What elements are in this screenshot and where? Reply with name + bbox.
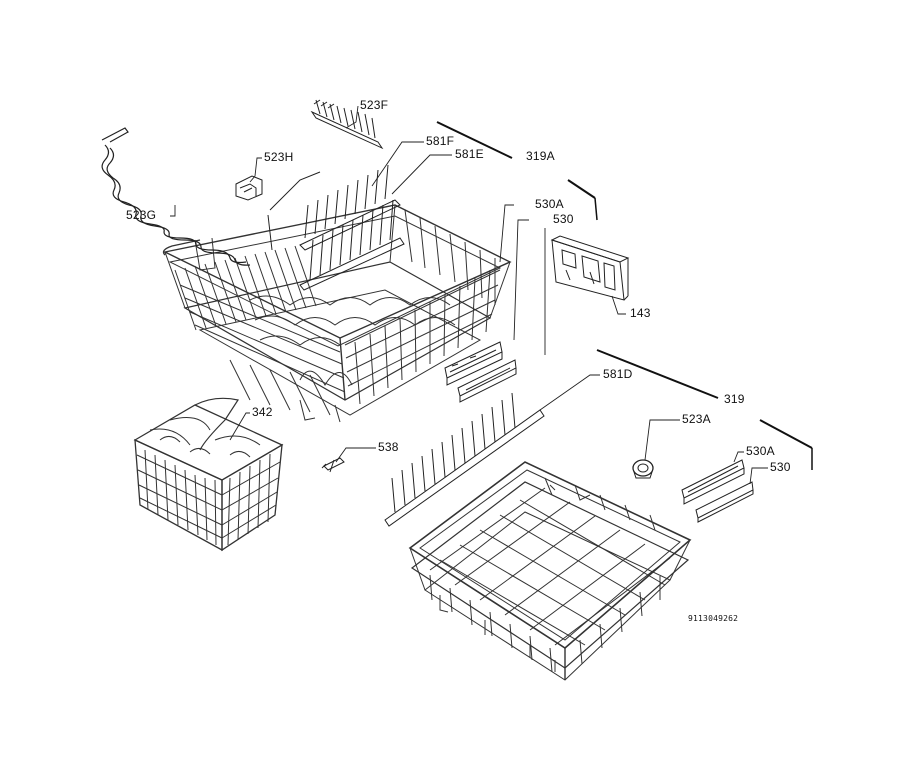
label-581E: 581E xyxy=(455,147,484,161)
label-581F: 581F xyxy=(426,134,455,148)
part-143-bracket xyxy=(552,236,628,300)
label-143: 143 xyxy=(630,306,651,320)
part-523F-comb xyxy=(312,100,382,148)
label-530A-bottom: 530A xyxy=(746,444,775,458)
label-538: 538 xyxy=(378,440,399,454)
label-523F: 523F xyxy=(360,98,389,112)
upper-basket xyxy=(164,205,510,422)
part-581D-tine-rack xyxy=(385,393,544,526)
part-523H-clip xyxy=(236,176,262,200)
parts-530A-530-bottom-rails xyxy=(682,460,753,522)
label-319A: 319A xyxy=(526,149,555,163)
lower-basket xyxy=(410,462,690,680)
parts-530A-530-top-rails xyxy=(445,342,516,402)
label-581D: 581D xyxy=(603,367,633,381)
label-523A: 523A xyxy=(682,412,711,426)
assembly-bracket-319 xyxy=(597,350,812,470)
part-523G-wave-wire xyxy=(102,128,250,265)
parts-581F-581E-tine-racks xyxy=(268,165,404,290)
label-319: 319 xyxy=(724,392,745,406)
leader-lines xyxy=(170,106,768,484)
label-530-top: 530 xyxy=(553,212,574,226)
assembly-bracket-319A xyxy=(437,122,597,220)
label-342: 342 xyxy=(252,405,273,419)
part-523A-wheel xyxy=(633,460,653,478)
label-523H: 523H xyxy=(264,150,294,164)
drawing-code: 9113049262 xyxy=(688,614,739,623)
label-523G: 523G xyxy=(126,208,157,222)
label-530A-top: 530A xyxy=(535,197,564,211)
label-530-bottom: 530 xyxy=(770,460,791,474)
part-342-cutlery-basket xyxy=(135,398,282,550)
part-538-pin xyxy=(322,458,344,472)
